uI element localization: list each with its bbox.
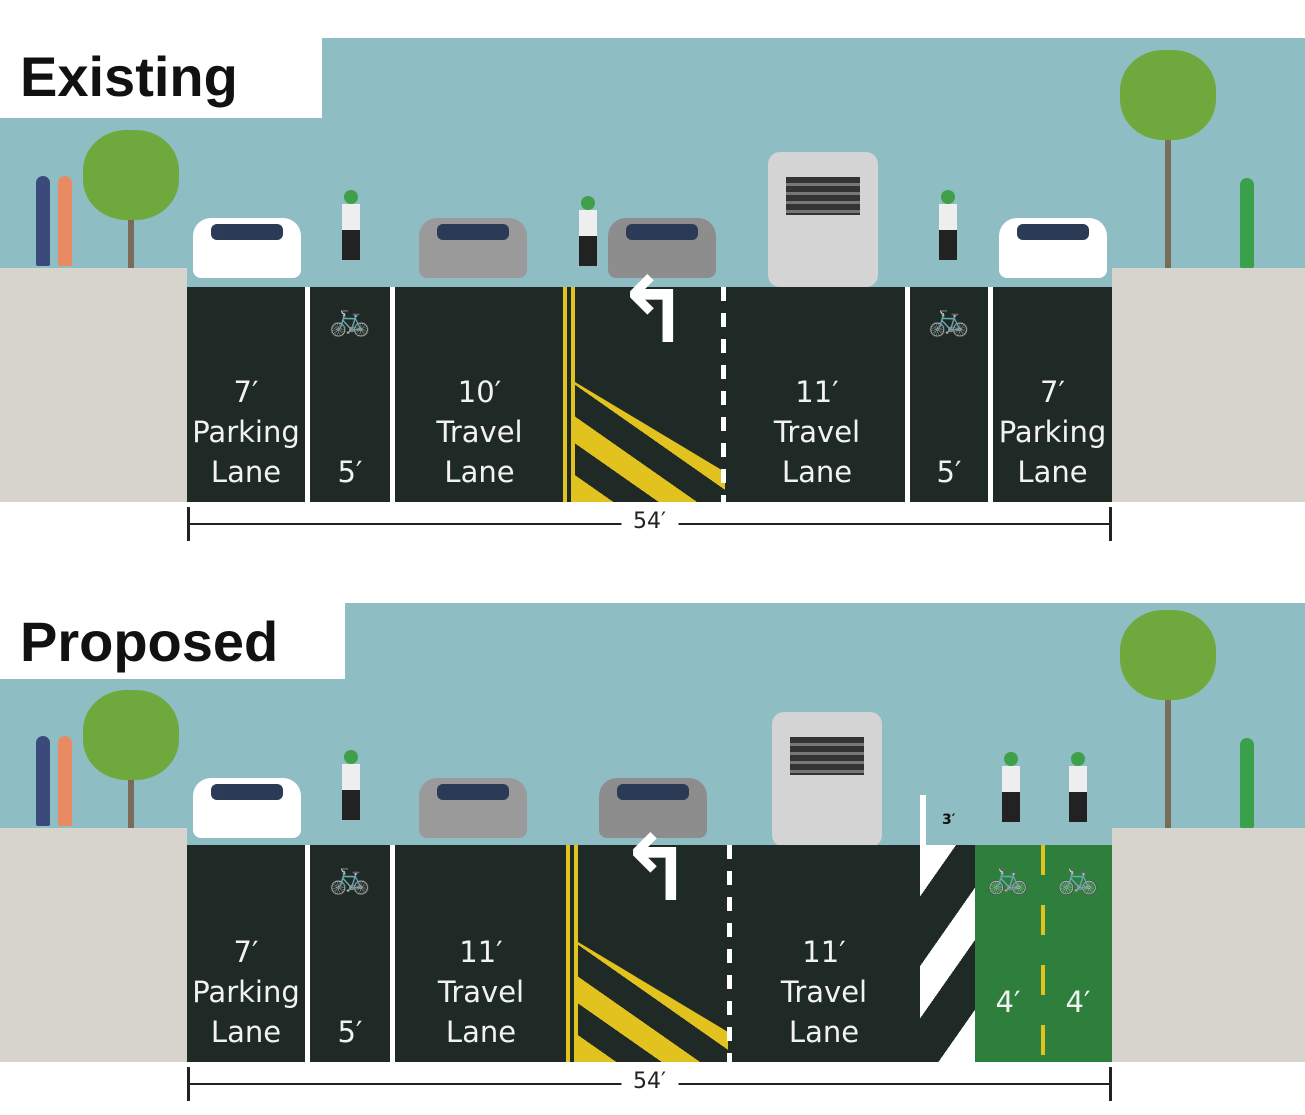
lane-bike-left: 🚲 5′ (310, 845, 390, 1062)
bike-lane-outbound: 🚲 4′ (1045, 845, 1111, 1062)
bike-lane-inbound: 🚲 4′ (975, 845, 1041, 1062)
cyclist-icon (1068, 752, 1088, 822)
car-icon (193, 778, 301, 838)
tree-icon (1120, 50, 1216, 268)
bike-symbol-icon: 🚲 (328, 857, 372, 897)
cyclist-icon (938, 190, 958, 260)
car-icon (193, 218, 301, 278)
car-icon (419, 218, 527, 278)
left-turn-arrow-icon: ↰ (618, 817, 694, 922)
lane-travel-right: 11′ Travel Lane (773, 375, 861, 489)
lane-width: 4′ (995, 985, 1021, 1019)
pedestrian-icon (58, 736, 72, 826)
bus-icon (768, 152, 878, 287)
pedestrian-icon (1240, 178, 1254, 268)
total-width-label: 54′ (621, 509, 678, 534)
existing-panel: Existing 7′ Parking Lane 🚲 5′ 10′ Travel … (0, 0, 1305, 555)
lane-travel-right: 11′ Travel Lane (780, 935, 868, 1049)
roadway: 7′ Parking Lane 🚲 5′ 11′ Travel Lane ↰ 11… (187, 817, 1112, 1062)
lane-left-turn: ↰ (575, 259, 725, 502)
lane-width: 5′ (337, 455, 363, 489)
pedestrian-icon (58, 176, 72, 266)
car-icon (599, 778, 707, 838)
left-sidewalk (0, 268, 187, 502)
lane-parking-right: 7′ Parking Lane (998, 375, 1107, 489)
cyclist-icon (578, 196, 598, 266)
lane-parking-left: 7′ Parking Lane (192, 935, 300, 1049)
delineator-post (920, 795, 926, 845)
cyclist-icon (1001, 752, 1021, 822)
tree-icon (83, 690, 179, 828)
tree-icon (1120, 610, 1216, 828)
lane-travel-left: 10′ Travel Lane (436, 375, 523, 489)
bike-symbol-icon: 🚲 (1056, 857, 1100, 897)
two-way-bike-lane: 🚲 4′ 🚲 4′ (975, 845, 1112, 1062)
pedestrian-icon (36, 176, 50, 266)
bike-symbol-icon: 🚲 (986, 857, 1030, 897)
lane-bike-right: 🚲 5′ (910, 287, 988, 502)
car-icon (608, 218, 716, 278)
cyclist-icon (341, 750, 361, 820)
striped-buffer (920, 845, 975, 1062)
width-dimension: 54′ (187, 507, 1112, 541)
left-sidewalk (0, 828, 187, 1062)
lane-travel-left: 11′ Travel Lane (437, 935, 525, 1049)
buffer-width-label: 3′ (942, 812, 956, 828)
pedestrian-icon (1240, 738, 1254, 828)
proposed-panel: Proposed 3′ 7′ Parking Lane 🚲 5′ 11′ Trav… (0, 560, 1305, 1115)
lane-width: 4′ (1065, 985, 1091, 1019)
total-width-label: 54′ (621, 1069, 678, 1094)
tree-icon (83, 130, 179, 268)
car-icon (999, 218, 1107, 278)
bike-symbol-icon: 🚲 (328, 299, 372, 339)
cyclist-icon (341, 190, 361, 260)
existing-title: Existing (0, 38, 322, 118)
left-turn-arrow-icon: ↰ (615, 259, 691, 364)
car-icon (419, 778, 527, 838)
lane-parking-left: 7′ Parking Lane (192, 375, 300, 489)
width-dimension: 54′ (187, 1067, 1112, 1101)
bus-icon (772, 712, 882, 847)
roadway: 7′ Parking Lane 🚲 5′ 10′ Travel Lane ↰ 11… (187, 259, 1112, 502)
proposed-title: Proposed (0, 603, 345, 679)
pedestrian-icon (36, 736, 50, 826)
lane-width: 5′ (337, 1015, 363, 1049)
lane-bike-left: 🚲 5′ (310, 287, 390, 502)
right-sidewalk (1112, 268, 1305, 502)
bike-symbol-icon: 🚲 (927, 299, 971, 339)
lane-left-turn: ↰ (578, 817, 728, 1062)
right-sidewalk (1112, 828, 1305, 1062)
lane-width: 5′ (936, 455, 962, 489)
